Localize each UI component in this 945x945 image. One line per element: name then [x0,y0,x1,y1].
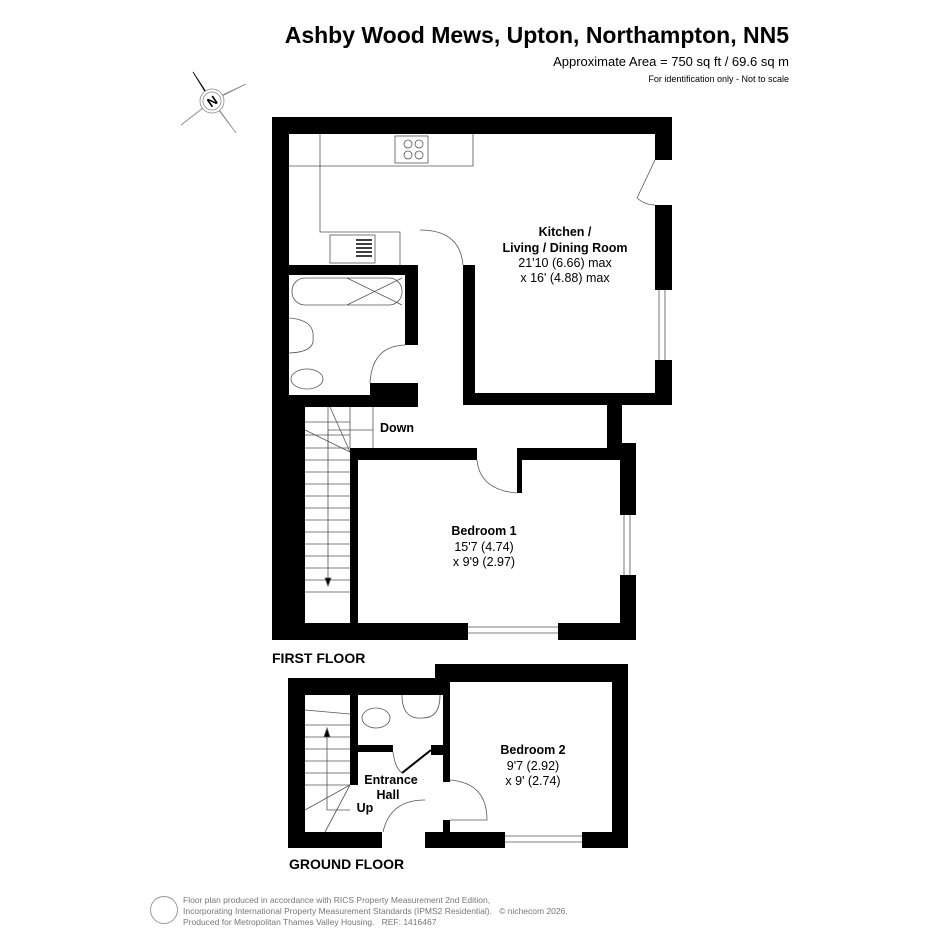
property-title: Ashby Wood Mews, Upton, Northampton, NN5 [284,22,789,48]
compass-icon: N [180,71,247,134]
ground-floor-label: GROUND FLOOR [289,856,404,872]
footer-text: Floor plan produced in accordance with R… [183,895,568,928]
reference: REF: 1416467 [381,917,437,927]
approximate-area: Approximate Area = 750 sq ft / 69.6 sq m [553,54,789,69]
hob-icon [394,135,429,164]
entrance-hall-name-2: Hall [377,788,400,802]
door-swing [419,229,464,266]
kitchen-name: Kitchen / [539,225,592,239]
ground-floor-walls [288,664,628,848]
stairs-icon [304,709,351,833]
kitchen-name-2: Living / Dining Room [503,241,628,255]
bedroom1-dim-1: 15'7 (4.74) [454,540,513,554]
entrance-hall-name: Entrance [364,773,418,787]
bedroom1-name: Bedroom 1 [451,524,516,538]
bath-icon [291,277,403,306]
kitchen-dim-1: 21'10 (6.66) max [518,256,612,270]
stairs-down-label: Down [380,421,414,435]
bedroom2-dim-2: x 9' (2.74) [505,774,560,788]
toilet-icon [361,707,391,729]
bedroom2-name: Bedroom 2 [500,743,565,757]
sink-icon [329,234,376,264]
toilet-icon [290,368,324,390]
footer-line-3: Produced for Metropolitan Thames Valley … [183,917,375,927]
scale-note: For identification only - Not to scale [648,74,789,84]
first-floor-label: FIRST FLOOR [272,650,365,666]
bedroom1-dim-2: x 9'9 (2.97) [453,555,515,569]
basin-icon [288,317,314,354]
footer-line-1: Floor plan produced in accordance with R… [183,895,491,905]
footer-line-2: Incorporating International Property Mea… [183,906,492,916]
basin-icon [401,694,441,719]
copyright: © nichecom 2026. [499,906,568,916]
person-icon [150,896,178,924]
stairs-up-label: Up [357,801,374,815]
kitchen-dim-2: x 16' (4.88) max [520,271,610,285]
stairs-icon [304,406,374,593]
first-floor-fixtures [288,134,666,634]
ground-floor-fixtures [304,694,582,843]
first-floor-walls [272,117,672,640]
bedroom2-dim-1: 9'7 (2.92) [507,759,559,773]
